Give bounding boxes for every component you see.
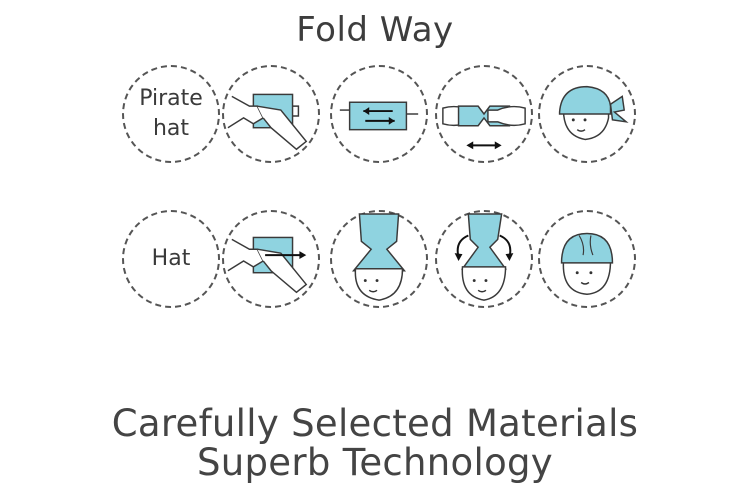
hand-pull-cloth-icon [227,236,308,294]
pirate-step-1 [222,65,320,163]
twisted-band-icon [442,105,526,150]
pirate-step-2 [330,65,428,163]
head-tied-top-icon [351,213,407,301]
hat-step-3 [435,210,533,308]
hat-label-circle: Hat [122,210,220,308]
hat-row: Hat [0,210,750,320]
hand-fold-cloth-icon [227,93,308,151]
hat-label: Hat [151,246,191,271]
hat-step-2 [330,210,428,308]
pirate-hat-label-circle: Pirate hat [122,65,220,163]
pirate-hat-row: Pirate hat [0,65,750,175]
page-title: Fold Way [296,10,454,50]
hat-result [538,210,636,308]
head-tuck-arrows-icon [454,213,514,301]
hat-step-1 [222,210,320,308]
pirate-step-3 [435,65,533,163]
head-pirate-hat-icon [558,85,629,141]
footer-line-1: Carefully Selected Materials [111,402,639,445]
pirate-result [538,65,636,163]
folded-strip-arrows-icon [339,101,419,131]
pirate-hat-label: Pirate hat [139,86,203,141]
footer-line-2: Superb Technology [196,441,553,484]
head-beanie-icon [560,232,614,295]
